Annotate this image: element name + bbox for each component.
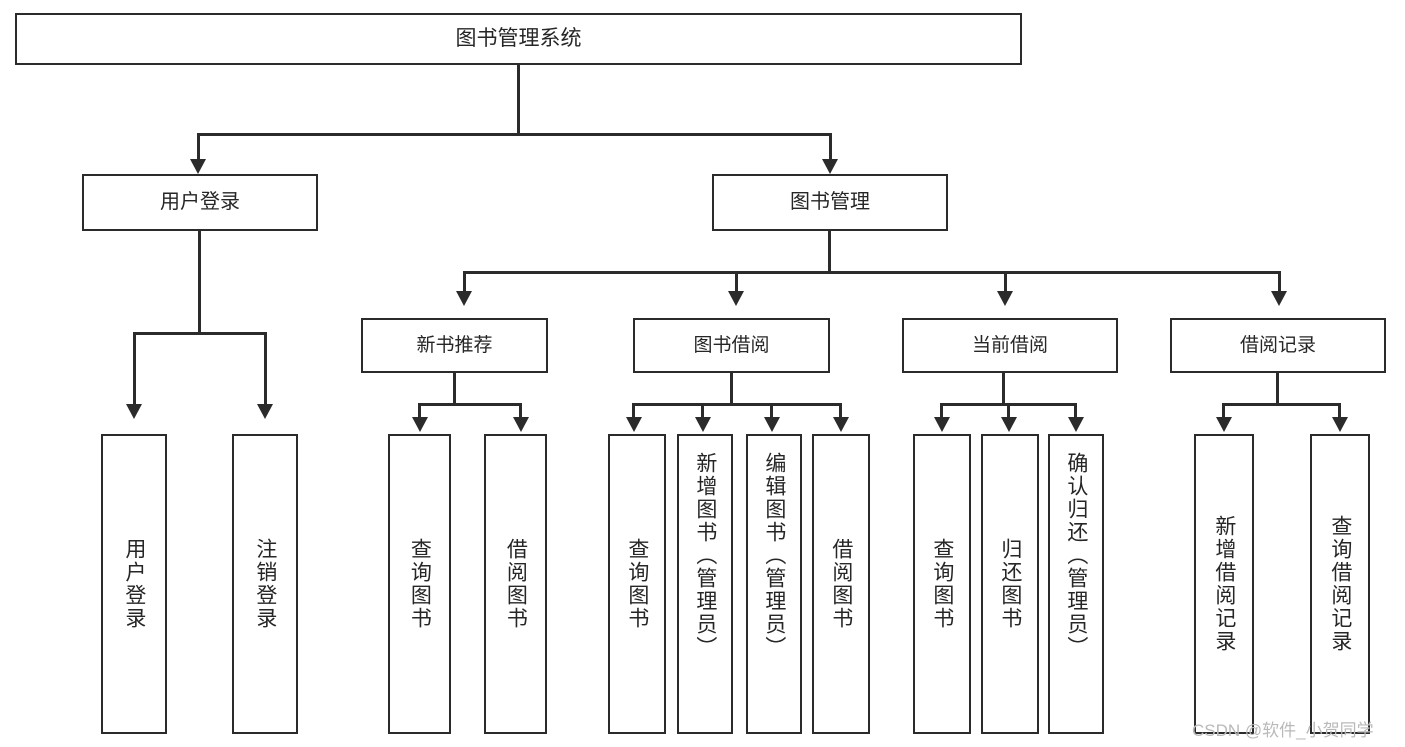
arrowhead-cb-leaf-0 bbox=[934, 417, 950, 432]
connector-new-book-bar bbox=[418, 403, 522, 406]
leaf-bb-add-book-admin[interactable]: 新增图书（管理员） bbox=[677, 434, 733, 734]
arrowhead-new-book-recommend bbox=[456, 291, 472, 306]
connector-user-login-bar bbox=[133, 332, 267, 335]
node-current-borrow[interactable]: 当前借阅 bbox=[902, 318, 1118, 373]
arrowhead-nb-leaf-0 bbox=[412, 417, 428, 432]
arrowhead-br-leaf-1 bbox=[1332, 417, 1348, 432]
leaf-bb-edit-book-admin[interactable]: 编辑图书（管理员） bbox=[746, 434, 802, 734]
connector-cb-to-leaf-1 bbox=[1007, 403, 1010, 421]
arrowhead-current-borrow bbox=[997, 291, 1013, 306]
connector-bb-to-leaf-1 bbox=[701, 403, 704, 421]
connector-user-login-to-leaf-1 bbox=[264, 332, 267, 408]
arrowhead-borrow-record bbox=[1271, 291, 1287, 306]
arrowhead-bb-leaf-1 bbox=[695, 417, 711, 432]
leaf-cb-confirm-return-admin[interactable]: 确认归还（管理员） bbox=[1048, 434, 1104, 734]
connector-root-to-user-login bbox=[197, 133, 200, 163]
arrowhead-bb-leaf-3 bbox=[833, 417, 849, 432]
node-borrow-record[interactable]: 借阅记录 bbox=[1170, 318, 1386, 373]
connector-cb-to-leaf-0 bbox=[940, 403, 943, 421]
connector-new-book-to-leaf-1 bbox=[519, 403, 522, 421]
node-book-borrow[interactable]: 图书借阅 bbox=[633, 318, 830, 373]
node-book-management[interactable]: 图书管理 bbox=[712, 174, 948, 231]
leaf-cb-return-book[interactable]: 归还图书 bbox=[981, 434, 1039, 734]
connector-book-mgmt-to-child-1 bbox=[735, 271, 738, 295]
leaf-logout[interactable]: 注销登录 bbox=[232, 434, 298, 734]
connector-user-login-to-leaf-0 bbox=[133, 332, 136, 408]
leaf-nb-borrow-book[interactable]: 借阅图书 bbox=[484, 434, 547, 734]
leaf-br-query-record[interactable]: 查询借阅记录 bbox=[1310, 434, 1370, 734]
csdn-watermark: CSDN @软件_小贺同学 bbox=[1192, 721, 1374, 740]
connector-book-mgmt-to-child-0 bbox=[463, 271, 466, 295]
connector-br-to-leaf-0 bbox=[1222, 403, 1225, 421]
node-new-book-recommend[interactable]: 新书推荐 bbox=[361, 318, 548, 373]
connector-book-borrow-stem bbox=[730, 373, 733, 406]
connector-book-borrow-bar bbox=[632, 403, 841, 406]
leaf-nb-query-book[interactable]: 查询图书 bbox=[388, 434, 451, 734]
leaf-user-login[interactable]: 用户登录 bbox=[101, 434, 167, 734]
arrowhead-bb-leaf-2 bbox=[764, 417, 780, 432]
arrowhead-book-borrow bbox=[728, 291, 744, 306]
arrowhead-cb-leaf-2 bbox=[1068, 417, 1084, 432]
leaf-br-add-record[interactable]: 新增借阅记录 bbox=[1194, 434, 1254, 734]
arrowhead-leaf-user-login bbox=[126, 404, 142, 419]
connector-current-borrow-stem bbox=[1002, 373, 1005, 406]
connector-br-to-leaf-1 bbox=[1338, 403, 1341, 421]
connector-user-login-stem bbox=[198, 231, 201, 335]
connector-bb-to-leaf-0 bbox=[632, 403, 635, 421]
arrowhead-cb-leaf-1 bbox=[1001, 417, 1017, 432]
arrowhead-bb-leaf-0 bbox=[626, 417, 642, 432]
connector-book-mgmt-to-child-2 bbox=[1004, 271, 1007, 295]
arrowhead-nb-leaf-1 bbox=[513, 417, 529, 432]
node-root-system[interactable]: 图书管理系统 bbox=[15, 13, 1022, 65]
arrowhead-leaf-logout bbox=[257, 404, 273, 419]
connector-book-mgmt-to-child-3 bbox=[1278, 271, 1281, 295]
connector-bb-to-leaf-3 bbox=[839, 403, 842, 421]
connector-root-stem bbox=[517, 65, 520, 135]
connector-root-bar bbox=[197, 133, 832, 136]
arrowhead-user-login bbox=[190, 159, 206, 174]
node-user-login[interactable]: 用户登录 bbox=[82, 174, 318, 231]
connector-book-mgmt-bar bbox=[463, 271, 1281, 274]
leaf-cb-query-book[interactable]: 查询图书 bbox=[913, 434, 971, 734]
leaf-bb-query-book[interactable]: 查询图书 bbox=[608, 434, 666, 734]
arrowhead-book-mgmt bbox=[822, 159, 838, 174]
connector-borrow-record-stem bbox=[1276, 373, 1279, 406]
connector-new-book-to-leaf-0 bbox=[418, 403, 421, 421]
connector-cb-to-leaf-2 bbox=[1074, 403, 1077, 421]
connector-root-to-book-mgmt bbox=[829, 133, 832, 163]
leaf-bb-borrow-book[interactable]: 借阅图书 bbox=[812, 434, 870, 734]
arrowhead-br-leaf-0 bbox=[1216, 417, 1232, 432]
connector-book-mgmt-stem bbox=[828, 231, 831, 273]
connector-bb-to-leaf-2 bbox=[770, 403, 773, 421]
connector-borrow-record-bar bbox=[1222, 403, 1341, 406]
connector-new-book-stem bbox=[453, 373, 456, 406]
